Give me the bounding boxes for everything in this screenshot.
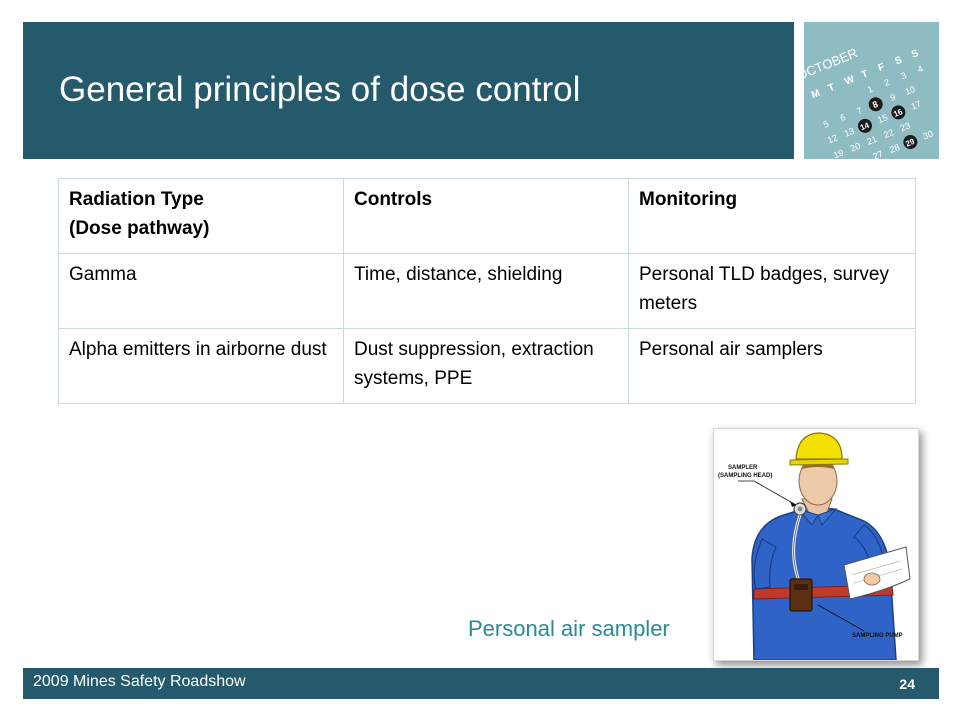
table-cell-radiation-type: Gamma — [58, 253, 344, 329]
header-radiation-type: Radiation Type (Dose pathway) — [58, 178, 344, 254]
date-15: 15 — [876, 112, 889, 125]
weekday-t: T — [827, 82, 837, 94]
date-21: 21 — [865, 134, 878, 147]
table-row: Gamma Time, distance, shielding Personal… — [58, 253, 916, 329]
table-cell-monitoring: Personal TLD badges, survey meters — [628, 253, 916, 329]
worker-with-air-sampler-icon: SAMPLER (SAMPLING HEAD) SAMPLING PUMP — [718, 432, 911, 660]
footer-bar: 2009 Mines Safety Roadshow 24 — [23, 668, 939, 699]
table-header-row: Radiation Type (Dose pathway) Controls M… — [58, 178, 916, 254]
slide-title: General principles of dose control — [59, 70, 581, 109]
header-monitoring: Monitoring — [628, 178, 916, 254]
date-23: 23 — [899, 120, 912, 133]
table-cell-radiation-type: Alpha emitters in airborne dust — [58, 328, 344, 404]
title-bar: General principles of dose control — [23, 22, 794, 159]
date-1: 1 — [866, 84, 874, 95]
footer-text: 2009 Mines Safety Roadshow — [33, 673, 246, 690]
calendar-graphic: OCTOBER M T W T F S S 1 2 3 4 5 6 7 8 9 … — [804, 22, 939, 159]
date-2: 2 — [883, 77, 891, 88]
weekday-m: M — [810, 88, 822, 101]
date-5: 5 — [822, 119, 830, 130]
date-27: 27 — [871, 149, 884, 159]
date-17: 17 — [909, 99, 922, 112]
sampler-label-line1: SAMPLER — [728, 465, 758, 471]
calendar-icon: OCTOBER M T W T F S S 1 2 3 4 5 6 7 8 9 … — [804, 45, 935, 159]
pump-label: SAMPLING PUMP — [852, 633, 903, 639]
illustration-caption: Personal air sampler — [468, 616, 670, 641]
date-4: 4 — [916, 63, 924, 74]
weekday-t2: T — [860, 68, 870, 80]
date-10: 10 — [903, 84, 916, 97]
date-28: 28 — [888, 142, 901, 155]
dose-control-table: Radiation Type (Dose pathway) Controls M… — [58, 178, 916, 404]
date-14-highlight — [857, 118, 872, 133]
table-cell-controls: Dust suppression, extraction systems, PP… — [343, 328, 629, 404]
date-19: 19 — [832, 147, 845, 159]
date-8-highlight — [868, 97, 883, 112]
date-29: 29 — [904, 137, 916, 149]
air-sampler-illustration: SAMPLER (SAMPLING HEAD) SAMPLING PUMP — [713, 428, 919, 661]
header-controls-label: Controls — [354, 189, 433, 210]
weekday-s2: S — [910, 48, 921, 61]
date-12: 12 — [826, 132, 839, 145]
table-cell-controls: Time, distance, shielding — [343, 253, 629, 329]
date-30: 30 — [921, 128, 934, 141]
date-16: 16 — [892, 107, 904, 119]
date-13: 13 — [843, 126, 856, 139]
date-29-highlight — [903, 135, 918, 150]
date-8: 8 — [871, 99, 879, 110]
table-cell-monitoring: Personal air samplers — [628, 328, 916, 404]
table-row: Alpha emitters in airborne dust Dust sup… — [58, 328, 916, 404]
header-controls: Controls — [343, 178, 629, 254]
date-9: 9 — [889, 92, 897, 103]
date-7: 7 — [855, 105, 863, 116]
header-radiation-type-line2: (Dose pathway) — [69, 218, 210, 239]
header-radiation-type-line1: Radiation Type — [69, 189, 204, 210]
date-14: 14 — [859, 120, 871, 132]
date-20: 20 — [849, 141, 862, 154]
weekday-w: W — [843, 74, 856, 88]
date-16-highlight — [891, 105, 906, 120]
weekday-s: S — [893, 55, 904, 68]
page-number: 24 — [899, 676, 915, 692]
date-6: 6 — [839, 112, 847, 123]
date-22: 22 — [882, 127, 895, 140]
sampler-label-line2: (SAMPLING HEAD) — [718, 473, 772, 479]
weekday-f: F — [877, 62, 887, 74]
header-monitoring-label: Monitoring — [639, 189, 738, 210]
date-3: 3 — [899, 70, 907, 81]
